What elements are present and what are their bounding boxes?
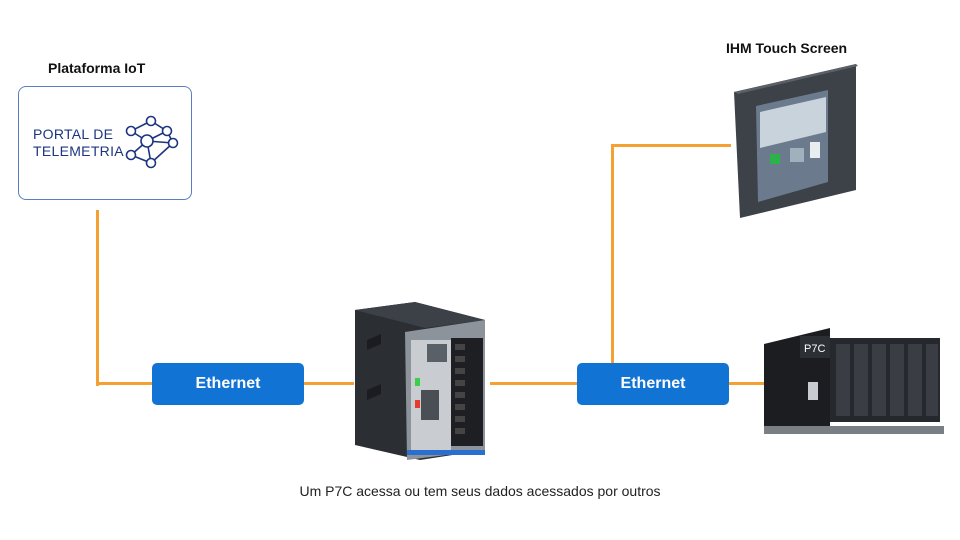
connector-eth-left-to-controller <box>304 382 354 385</box>
logo-line-1: PORTAL DE <box>33 126 114 142</box>
connector-hmi-vertical <box>611 144 614 364</box>
network-nodes-icon <box>125 115 179 169</box>
ethernet-badge-left: Ethernet <box>152 363 304 405</box>
connector-portal-vertical <box>96 210 99 386</box>
diagram-caption: Um P7C acessa ou tem seus dados acessado… <box>299 483 661 499</box>
logo-line-2: TELEMETRIA <box>33 143 124 159</box>
controller-device-image <box>355 302 485 460</box>
telemetry-portal-logo-box: PORTAL DE TELEMETRIA <box>18 86 192 200</box>
connector-eth-right-to-p7c <box>729 382 769 385</box>
connector-hmi-horizontal <box>611 144 731 147</box>
p7c-controller-image: P7C <box>764 328 944 434</box>
connector-controller-to-eth-right <box>490 382 578 385</box>
iot-platform-title: Plataforma IoT <box>48 60 146 76</box>
connector-portal-horizontal <box>96 382 154 385</box>
hmi-title: IHM Touch Screen <box>726 40 848 56</box>
svg-text:P7C: P7C <box>804 343 825 355</box>
hmi-touch-screen-image <box>734 64 858 218</box>
telemetry-portal-logo-text: PORTAL DE TELEMETRIA <box>33 126 124 160</box>
ethernet-badge-right: Ethernet <box>577 363 729 405</box>
